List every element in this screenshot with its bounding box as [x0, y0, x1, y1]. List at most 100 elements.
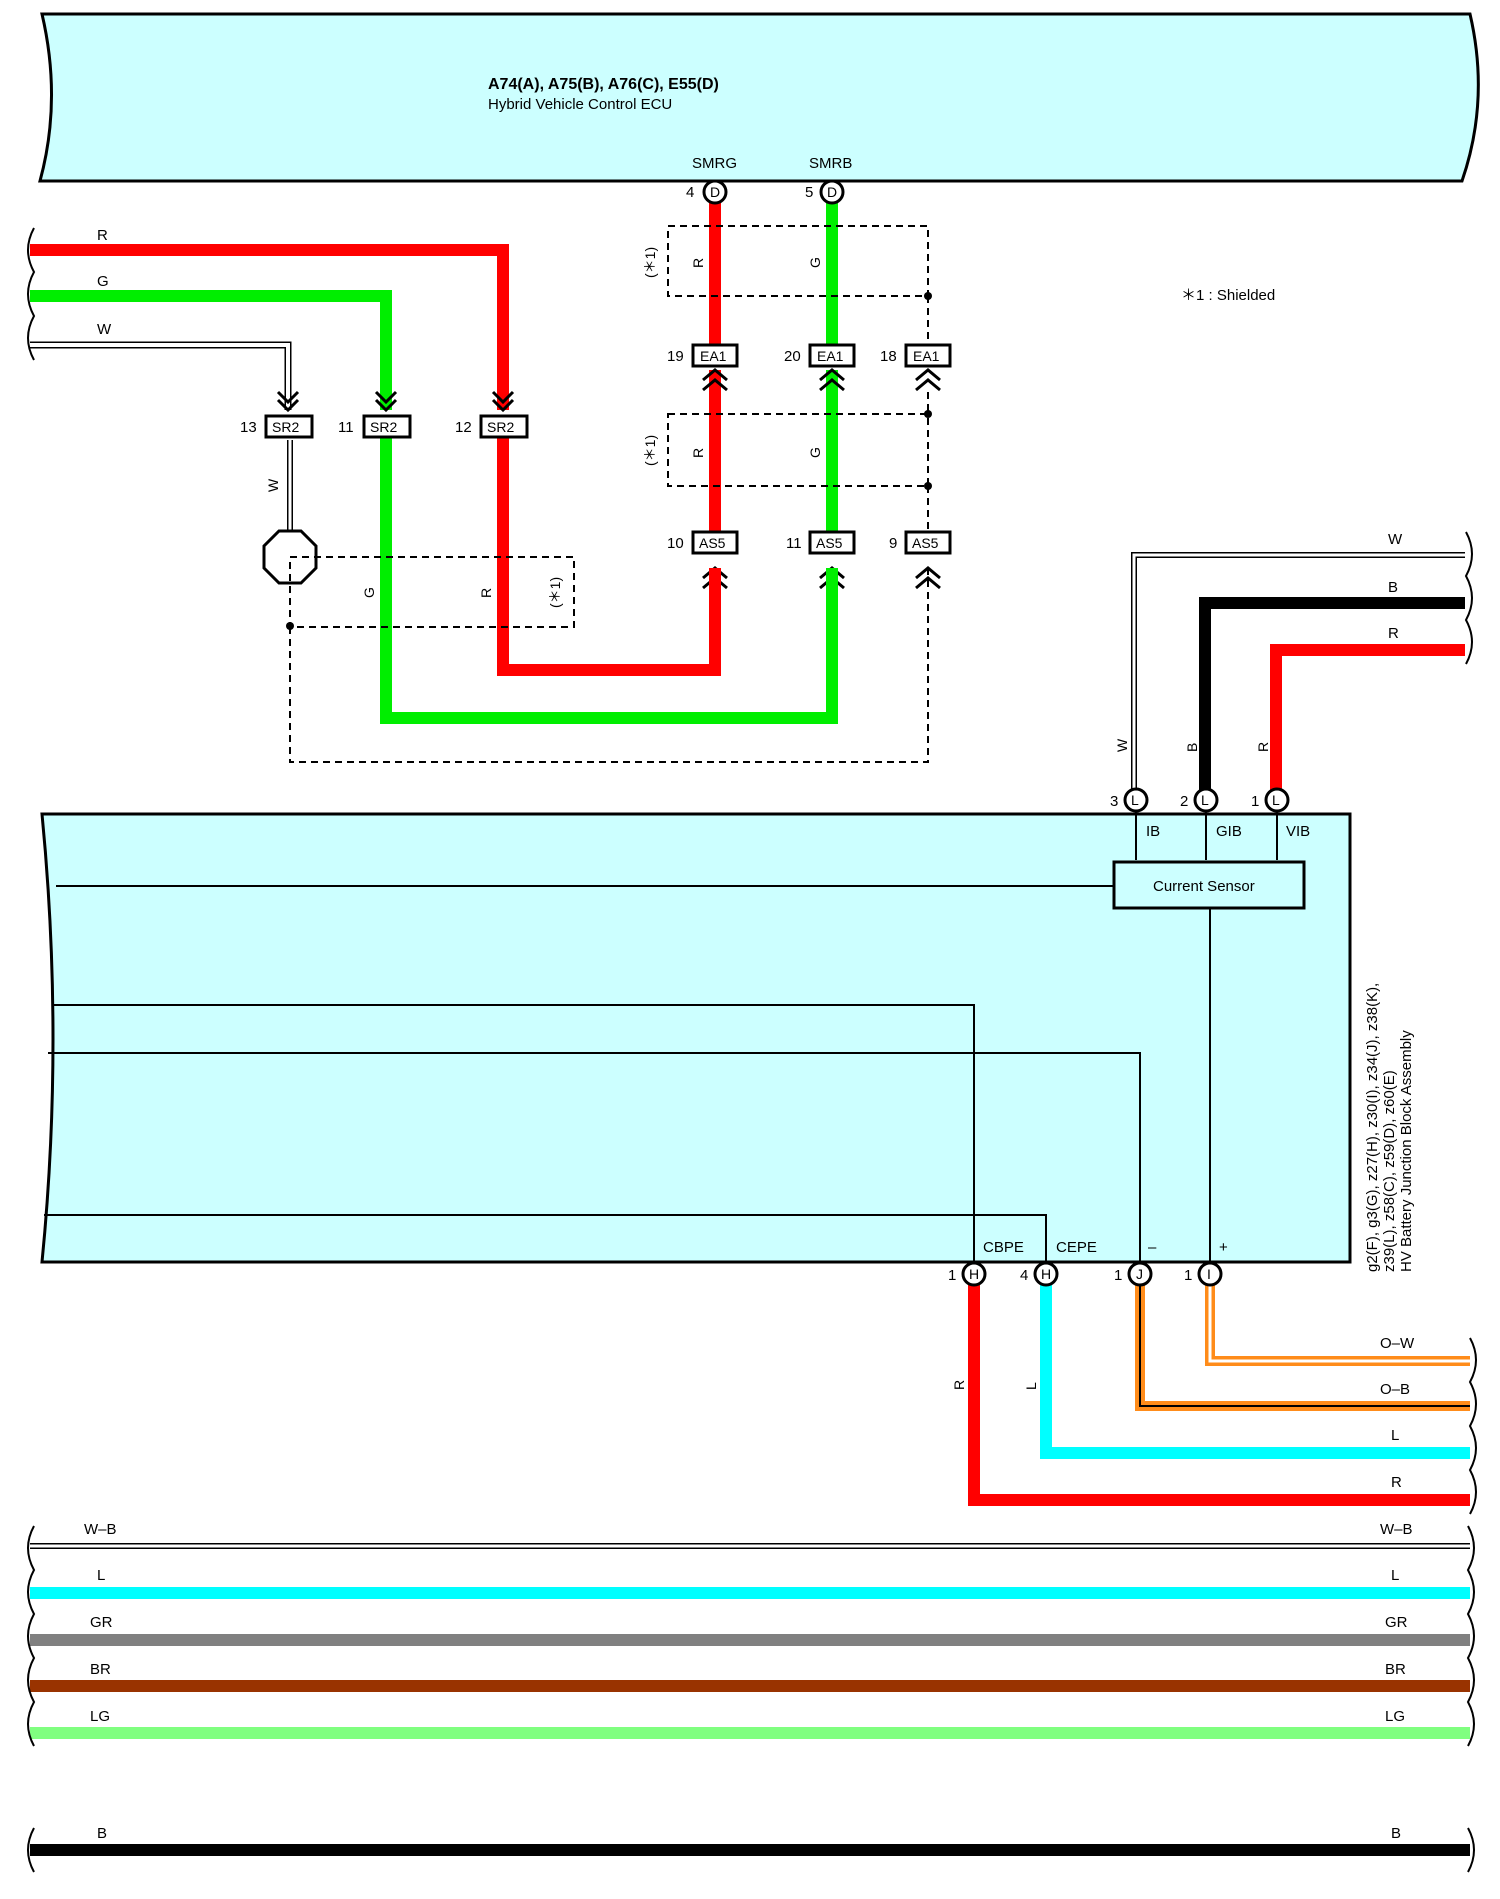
- cbpe-line: [52, 1004, 975, 1262]
- connector-as5-11: AS5 11: [786, 530, 856, 555]
- shield1-wire-g: G: [807, 257, 823, 268]
- right-vert-b: B: [1184, 743, 1200, 752]
- svg-text:AS5: AS5: [699, 535, 726, 551]
- junction-label-vib: VIB: [1286, 823, 1310, 840]
- bus-label-l-left: L: [97, 1567, 105, 1584]
- junction-terminal-minus-conn: J: [1136, 1266, 1143, 1282]
- drain-wire-loop: [289, 568, 929, 763]
- shield-label-1: (＊1): [642, 247, 658, 278]
- svg-text:9: 9: [889, 535, 897, 552]
- junction-label-ib: IB: [1146, 823, 1160, 840]
- connector-ea1-19: EA1 19: [667, 343, 739, 368]
- junction-terminal-gib-pin: 2: [1180, 793, 1188, 810]
- chevron-sr2-13: [276, 390, 300, 413]
- shield2-wire-g: G: [807, 447, 823, 458]
- junction-terminal-plus: [1197, 1261, 1223, 1287]
- wire-o-b: [1135, 1278, 1470, 1411]
- ecu-terminal-pin-smrb: 5: [805, 184, 813, 201]
- svg-text:AS5: AS5: [912, 535, 939, 551]
- connector-ea1-20: EA1 20: [784, 343, 856, 368]
- right-wire-label-r: R: [1388, 625, 1399, 642]
- bus-label-gr-left: GR: [90, 1614, 113, 1631]
- cepe-line: [44, 1214, 1047, 1262]
- wire-r-left: [30, 244, 509, 410]
- wire-o-b-stripe: [1139, 1278, 1470, 1407]
- svg-text:13: 13: [240, 419, 257, 436]
- wire-w-left: [30, 341, 292, 410]
- junction-terminal-ib: [1123, 787, 1149, 813]
- wire-b-right: [1199, 597, 1465, 795]
- bottom-wire-label-r: R: [1391, 1474, 1402, 1491]
- right-wire-label-w: W: [1388, 531, 1403, 548]
- bus-label-gr-right: GR: [1385, 1614, 1408, 1631]
- junction-terminal-vib: [1264, 787, 1290, 813]
- sr2-wire-w: W: [265, 478, 281, 492]
- bus-label-wb-right: W–B: [1380, 1521, 1413, 1538]
- bottom-wire-label-ow: O–W: [1380, 1335, 1415, 1352]
- connector-as5-10: AS5 10: [667, 530, 739, 555]
- bottom-vert-l: L: [1023, 1382, 1039, 1390]
- break-mark-b-right: [1467, 1827, 1475, 1873]
- wire-g-left: [30, 290, 392, 410]
- current-sensor-box: [1112, 860, 1306, 910]
- right-wire-label-b: B: [1388, 579, 1398, 596]
- chevron-sr2-12: [491, 390, 515, 413]
- bus-label-lg-right: LG: [1385, 1708, 1405, 1725]
- chevron-ea1-19: [702, 368, 728, 392]
- wire-l-bottom: [1040, 1278, 1470, 1459]
- shield-box-2: [667, 413, 929, 487]
- wire-w-left-inner: [30, 343, 290, 410]
- chevron-ea1-20: [819, 368, 845, 392]
- bus-label-b-right: B: [1391, 1825, 1401, 1842]
- bus-label-lg-left: LG: [90, 1708, 110, 1725]
- shield-box-sr2: [289, 556, 575, 628]
- junction-connectors-label-2: z39(L), z58(C), z59(D), z60(E): [1381, 1070, 1398, 1272]
- wire-label-r: R: [97, 227, 108, 244]
- ecu-terminal-conn-smrb: D: [827, 184, 837, 200]
- junction-terminal-cbpe-conn: H: [969, 1266, 979, 1282]
- junction-terminal-vib-pin: 1: [1251, 793, 1259, 810]
- bus-label-br-left: BR: [90, 1661, 111, 1678]
- junction-terminal-cepe: [1033, 1261, 1059, 1287]
- bus-label-l-right: L: [1391, 1567, 1399, 1584]
- wire-r-bottom: [968, 1278, 1470, 1506]
- ecu-terminal-pin-smrg: 4: [686, 184, 694, 201]
- junction-terminal-cbpe: [961, 1261, 987, 1287]
- svg-text:EA1: EA1: [700, 348, 727, 364]
- bus-label-b-left: B: [97, 1825, 107, 1842]
- junction-terminal-plus-conn: I: [1207, 1266, 1211, 1282]
- shield-ground-dot-2a: [924, 410, 932, 418]
- wire-w-right: [1131, 552, 1465, 795]
- shield-label-2: (＊1): [642, 435, 658, 466]
- bottom-wire-label-ob: O–B: [1380, 1381, 1410, 1398]
- bottom-wire-label-l: L: [1391, 1427, 1399, 1444]
- junction-name: HV Battery Junction Block Assembly: [1398, 1030, 1415, 1272]
- connector-sr2-13: SR2 13: [240, 414, 314, 439]
- junction-terminal-gib: [1193, 787, 1219, 813]
- right-vert-w: W: [1114, 738, 1130, 752]
- junction-connectors-label: g2(F), g3(G), z27(H), z30(I), z34(J), z3…: [1364, 983, 1381, 1272]
- wire-r-loop: [497, 415, 721, 676]
- junction-box: [40, 812, 1352, 1264]
- connector-sr2-11: SR2 11: [338, 414, 412, 439]
- right-vert-r: R: [1255, 742, 1271, 752]
- junction-terminal-minus-pin: 1: [1114, 1267, 1122, 1284]
- wire-g-loop: [380, 415, 838, 724]
- junction-label-minus: –: [1148, 1239, 1157, 1256]
- svg-text:10: 10: [667, 535, 684, 552]
- ecu-terminal-smrb: [819, 179, 845, 205]
- wire-r-right: [1270, 644, 1465, 795]
- svg-text:18: 18: [880, 348, 897, 365]
- bus-label-br-right: BR: [1385, 1661, 1406, 1678]
- junction-terminal-ib-pin: 3: [1110, 793, 1118, 810]
- wire-label-g: G: [97, 273, 109, 290]
- svg-text:EA1: EA1: [817, 348, 844, 364]
- shield-label-sr2: (＊1): [547, 577, 563, 608]
- break-mark-bus-right: [1466, 1525, 1475, 1747]
- ecu-terminal-smrg: [702, 179, 728, 205]
- wire-o-w-stripe: [1208, 1278, 1470, 1363]
- junction-terminal-plus-pin: 1: [1184, 1267, 1192, 1284]
- shield2-wire-r: R: [690, 448, 706, 458]
- chevron-ea1-18: [915, 368, 941, 392]
